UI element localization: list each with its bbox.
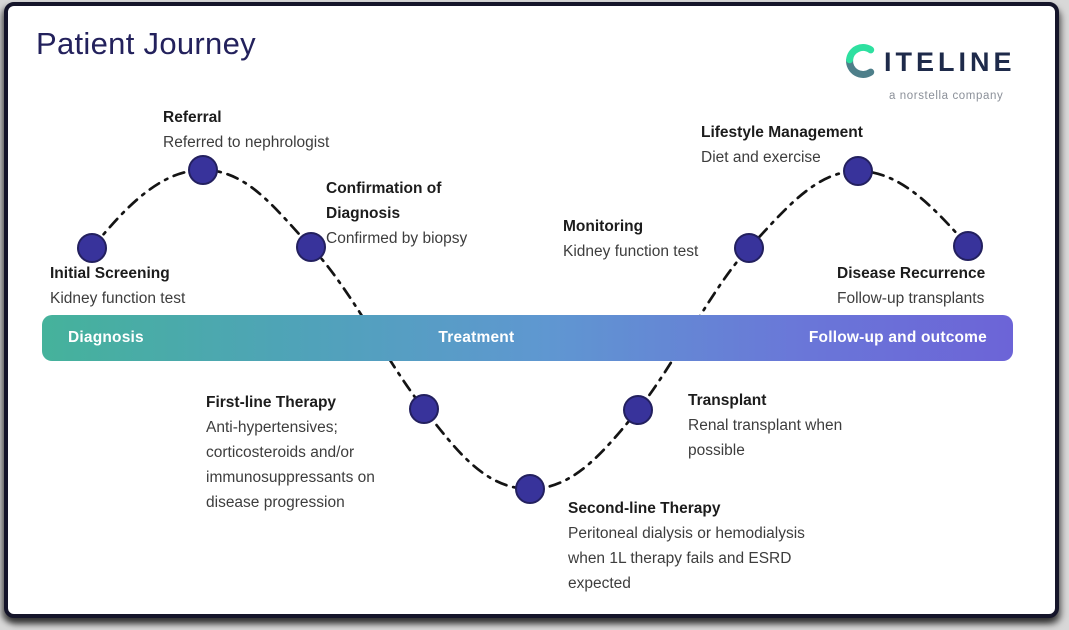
node-desc: Peritoneal dialysis or hemodialysis when… [568,525,805,592]
node-dot-first-line-therapy [409,394,439,424]
label-disease-recurrence: Disease Recurrence Follow-up transplants [837,261,985,311]
node-desc: Follow-up transplants [837,290,985,307]
node-dot-transplant [623,395,653,425]
node-dot-referral [188,155,218,185]
norstella-tagline: a norstella company [889,90,1004,102]
phase-treatment: Treatment [438,329,515,346]
node-desc: Diet and exercise [701,149,821,166]
node-desc: Confirmed by biopsy [326,230,468,247]
page-title: Patient Journey [36,26,256,61]
node-title: Lifestyle Management [701,124,863,141]
node-title: First-line Therapy [206,394,337,411]
label-transplant: Transplant Renal transplant when possibl… [688,388,850,463]
node-title: Disease Recurrence [837,265,986,282]
label-referral: Referral Referred to nephrologist [163,105,329,155]
node-dot-disease-recurrence [953,231,983,261]
label-monitoring: Monitoring Kidney function test [563,214,698,264]
node-title: Initial Screening [50,265,170,282]
node-title: Second-line Therapy [568,500,721,517]
node-dot-second-line-therapy [515,474,545,504]
label-second-line-therapy: Second-line Therapy Peritoneal dialysis … [568,496,838,596]
node-desc: Kidney function test [563,243,699,260]
phase-diagnosis: Diagnosis [68,329,144,346]
label-lifestyle-management: Lifestyle Management Diet and exercise [701,120,863,170]
node-dot-monitoring [734,233,764,263]
label-initial-screening: Initial Screening Kidney function test [50,261,185,311]
node-desc: Anti-hypertensives; corticosteroids and/… [206,419,375,511]
node-title: Monitoring [563,218,644,235]
node-desc: Renal transplant when possible [688,417,843,459]
node-dot-confirmation [296,232,326,262]
node-dot-initial-screening [77,233,107,263]
node-title: Confirmation of Diagnosis [326,180,442,222]
node-desc: Referred to nephrologist [163,134,330,151]
phase-timeline-bar: Diagnosis Treatment Follow-up and outcom… [42,315,1013,361]
node-dot-lifestyle [843,156,873,186]
slide-card [4,2,1059,618]
citeline-wordmark: ITELINE [884,47,1016,77]
node-title: Transplant [688,392,767,409]
label-confirmation-of-diagnosis: Confirmation of Diagnosis Confirmed by b… [326,176,476,251]
node-title: Referral [163,109,222,126]
phase-follow-up: Follow-up and outcome [808,329,987,346]
label-first-line-therapy: First-line Therapy Anti-hypertensives; c… [206,390,428,515]
citeline-logo: ITELINE a norstella company [843,38,1038,102]
node-desc: Kidney function test [50,290,186,307]
citeline-c-mark-icon [843,38,883,87]
